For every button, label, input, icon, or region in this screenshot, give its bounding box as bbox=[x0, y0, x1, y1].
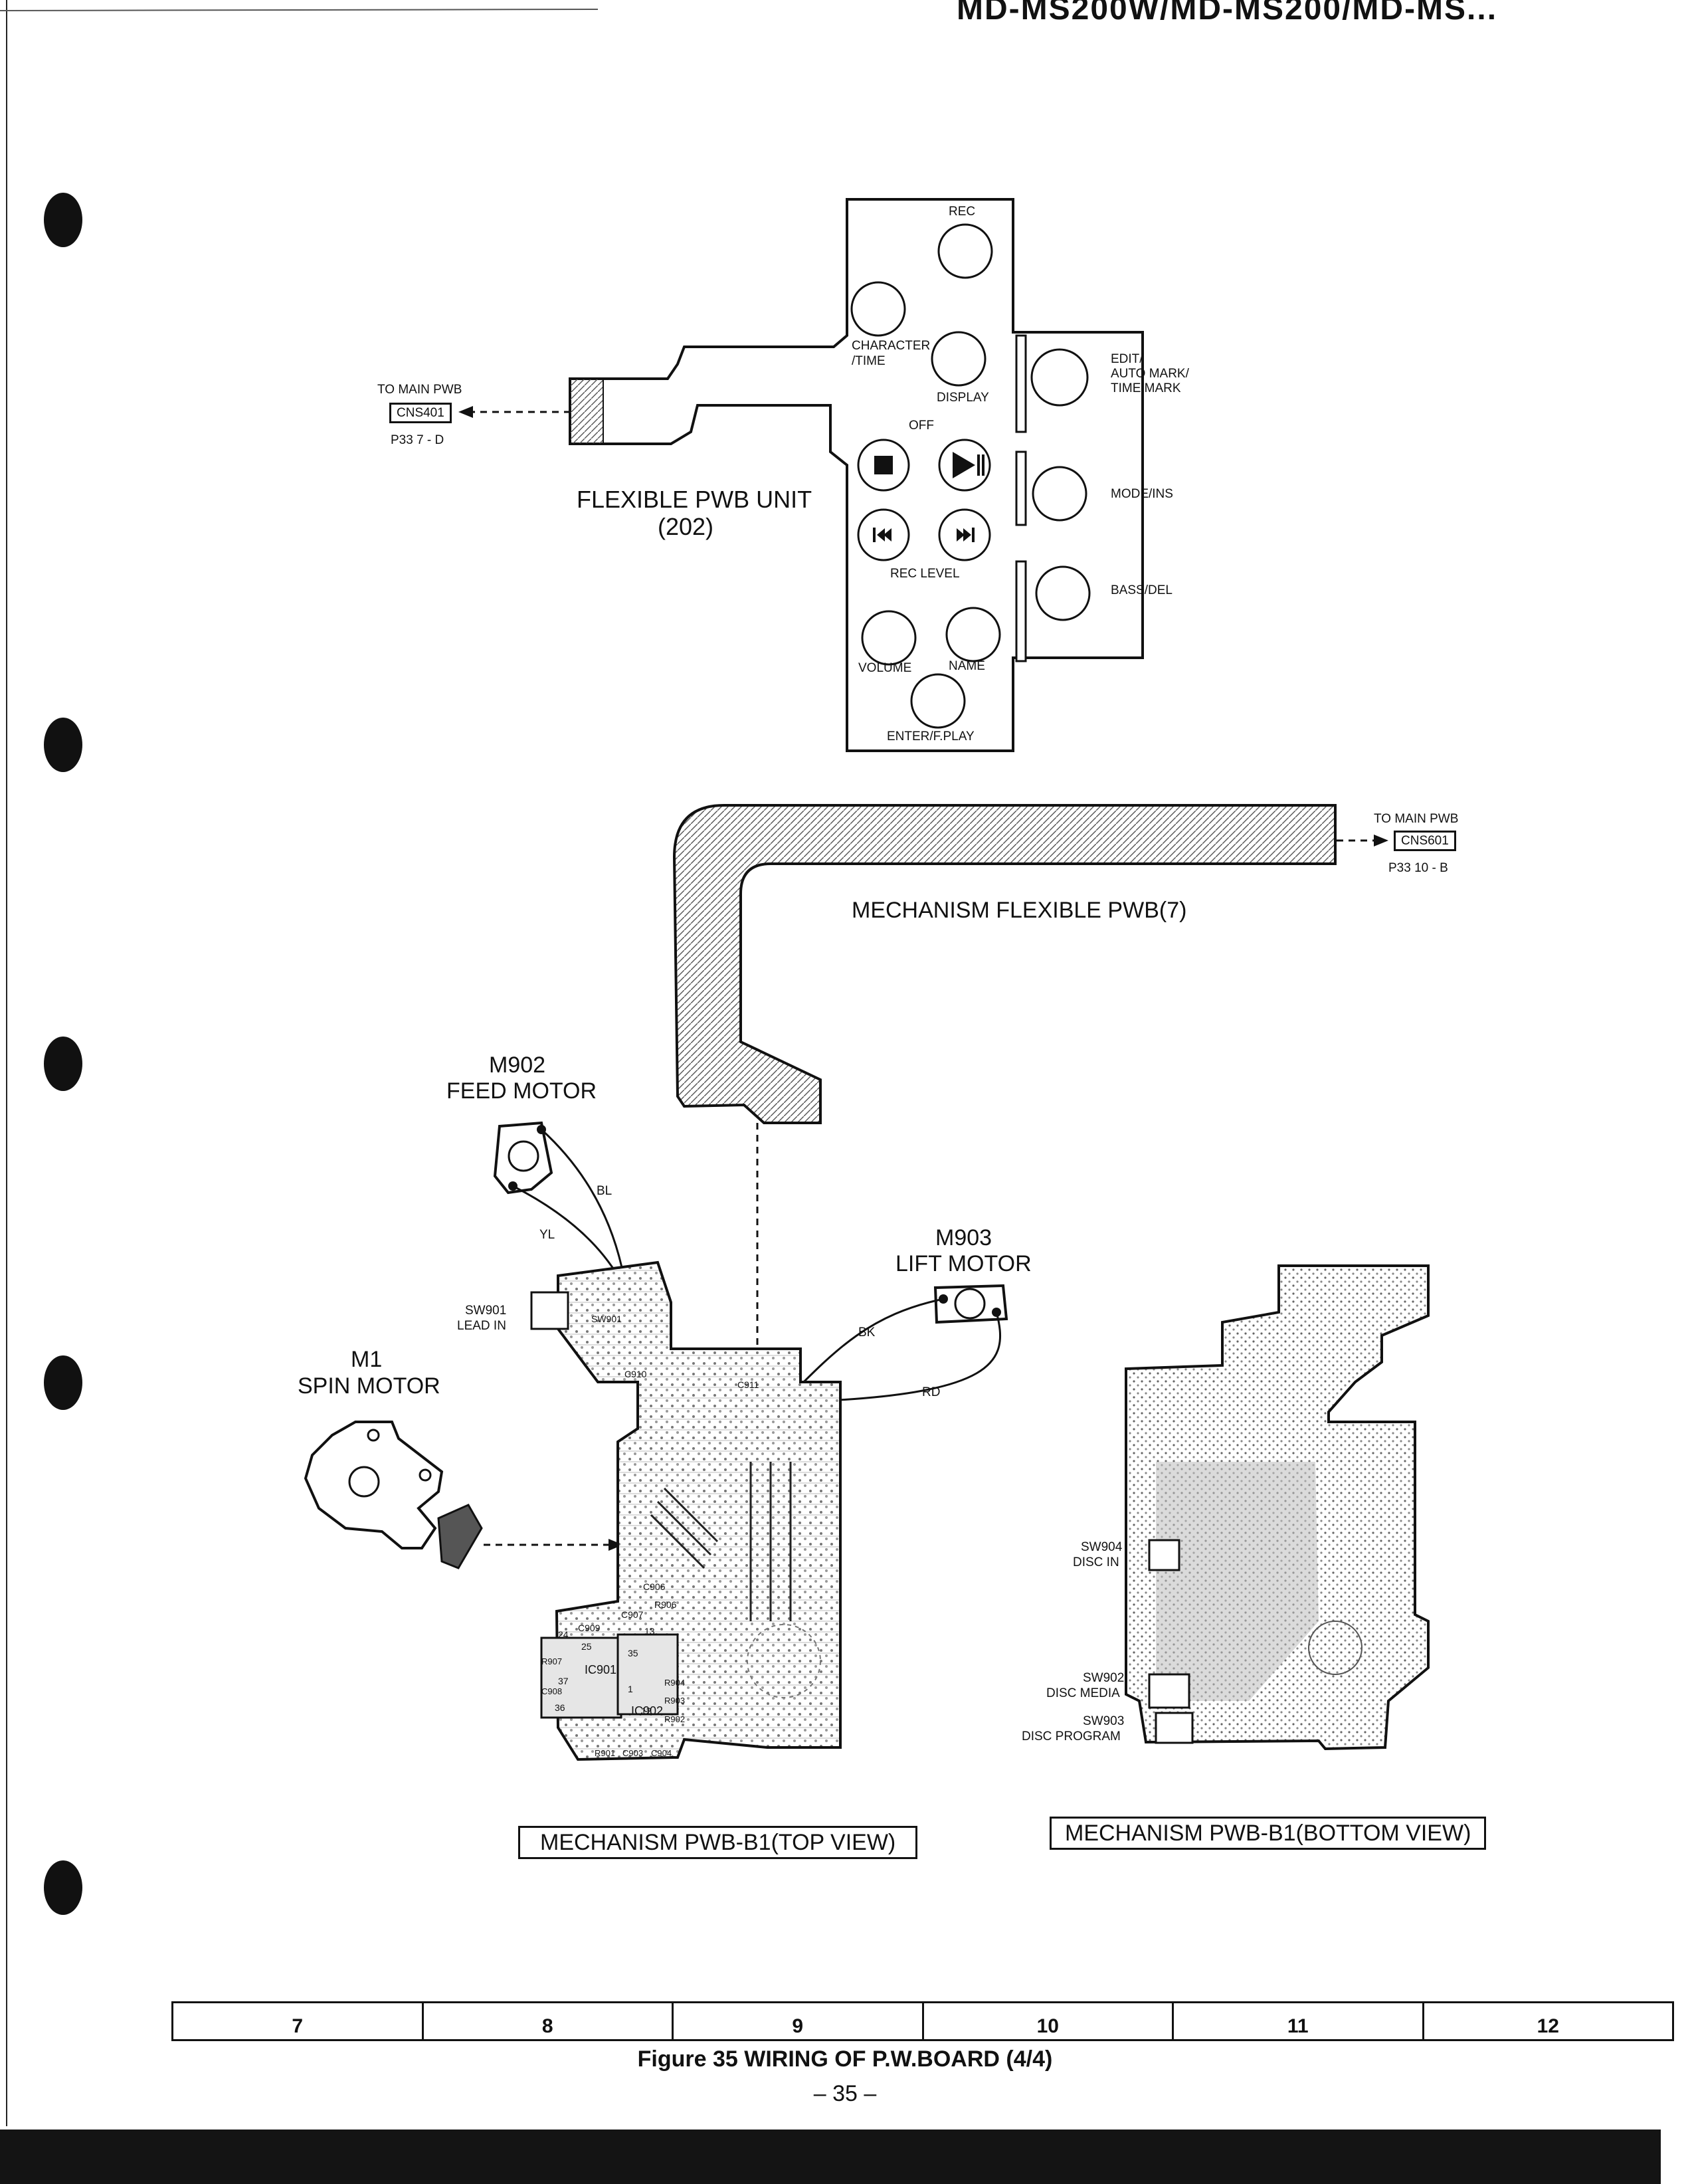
flexible-pwb-unit-ref: (202) bbox=[658, 513, 714, 540]
pin-25: 25 bbox=[581, 1641, 592, 1652]
wire-rd: RD bbox=[922, 1385, 941, 1399]
connector-cns401: CNS401 bbox=[389, 403, 452, 423]
pin-1: 1 bbox=[628, 1684, 633, 1694]
part-c904: C904 bbox=[651, 1748, 672, 1758]
bottom-view-title: MECHANISM PWB-B1(BOTTOM VIEW) bbox=[1050, 1817, 1487, 1850]
part-c911: C911 bbox=[737, 1379, 759, 1390]
part-c903: C903 bbox=[622, 1748, 644, 1758]
lift-motor-id: M903 bbox=[935, 1225, 992, 1250]
part-r906: R906 bbox=[654, 1599, 677, 1610]
button-label-bass-del: BASS/DEL bbox=[1111, 583, 1173, 597]
top-view-title: MECHANISM PWB-B1(TOP VIEW) bbox=[518, 1826, 918, 1859]
grid-column-label: 7 bbox=[292, 2015, 304, 2037]
stop-icon bbox=[874, 456, 893, 474]
sw904-label: SW904 bbox=[1081, 1540, 1123, 1554]
mechanism-flexible-pwb-outline bbox=[672, 804, 1337, 1124]
play-pause-icon bbox=[953, 452, 985, 478]
wire-yl: YL bbox=[539, 1228, 555, 1242]
page-number: – 35 – bbox=[813, 2081, 877, 2106]
grid-column-label: 10 bbox=[921, 2003, 1173, 2039]
binder-hole bbox=[44, 1037, 82, 1091]
grid-column-label: 12 bbox=[1422, 2003, 1673, 2039]
part-ic902: IC902 bbox=[631, 1704, 664, 1718]
pin-36: 36 bbox=[555, 1702, 565, 1713]
pin-12: 12 bbox=[641, 1706, 652, 1716]
pwb-bottom-view-board bbox=[1125, 1264, 1430, 1751]
button-label-time-mark: TIME MARK bbox=[1111, 381, 1181, 395]
sw901-label: SW901 bbox=[465, 1304, 507, 1318]
sw901-lead-in-label: LEAD IN bbox=[457, 1319, 506, 1333]
button-label-display: DISPLAY bbox=[937, 391, 989, 405]
binder-hole bbox=[44, 1860, 82, 1915]
spin-motor-drawing bbox=[304, 1421, 483, 1569]
skip-back-icon bbox=[873, 528, 892, 542]
part-c906: C906 bbox=[643, 1581, 666, 1592]
wire-bl: BL bbox=[597, 1184, 612, 1198]
part-sw901: SW901 bbox=[591, 1314, 622, 1324]
running-header: MD-MS200W/MD-MS200/MD-MS... bbox=[957, 0, 1498, 27]
button-label-off: OFF bbox=[909, 419, 934, 433]
sw903-disc-program-label: DISC PROGRAM bbox=[1022, 1730, 1121, 1743]
button-label-time: /TIME bbox=[852, 354, 886, 368]
pin-24: 24 bbox=[558, 1629, 569, 1640]
button-label-name: NAME bbox=[949, 659, 985, 673]
sw904-disc-in-label: DISC IN bbox=[1073, 1555, 1119, 1569]
skip-forward-icon bbox=[957, 528, 975, 542]
button-label-auto-mark: AUTO MARK/ bbox=[1111, 367, 1189, 381]
sw902-disc-media-label: DISC MEDIA bbox=[1046, 1686, 1120, 1700]
to-main-pwb-label: TO MAIN PWB bbox=[377, 383, 462, 397]
button-label-enter-fplay: ENTER/F.PLAY bbox=[887, 730, 975, 744]
button-label-volume: VOLUME bbox=[858, 661, 912, 675]
page-ref-10b: P33 10 - B bbox=[1388, 861, 1448, 875]
binder-hole bbox=[44, 193, 82, 247]
figure-caption: Figure 35 WIRING OF P.W.BOARD (4/4) bbox=[637, 2046, 1053, 2072]
button-label-edit: EDIT/ bbox=[1111, 352, 1143, 366]
pwb-top-view-board bbox=[530, 1260, 842, 1761]
part-c908: C908 bbox=[541, 1686, 563, 1696]
lift-motor-name: LIFT MOTOR bbox=[895, 1251, 1032, 1276]
part-c907: C907 bbox=[621, 1609, 644, 1620]
page-ref-7d: P33 7 - D bbox=[391, 433, 444, 447]
part-r903: R903 bbox=[664, 1696, 686, 1706]
grid-column-label: 11 bbox=[1172, 2003, 1422, 2039]
mechanism-flexible-title: MECHANISM FLEXIBLE PWB(7) bbox=[852, 898, 1187, 923]
flexible-pwb-unit-outline bbox=[569, 198, 1144, 752]
pin-37: 37 bbox=[558, 1676, 569, 1686]
binder-hole bbox=[44, 718, 82, 772]
part-r907: R907 bbox=[541, 1656, 563, 1666]
pin-13: 13 bbox=[644, 1626, 655, 1637]
scan-edge-bar bbox=[0, 2130, 1661, 2184]
part-r901: R901 bbox=[595, 1748, 616, 1758]
grid-column-label: 8 bbox=[421, 2003, 672, 2039]
wire-bk: BK bbox=[858, 1326, 876, 1340]
spin-motor-name: SPIN MOTOR bbox=[298, 1373, 440, 1399]
button-label-mode-ins: MODE/INS bbox=[1111, 487, 1173, 501]
sw902-label: SW902 bbox=[1083, 1671, 1125, 1685]
pin-35: 35 bbox=[628, 1648, 638, 1658]
grid-column-label: 9 bbox=[672, 2003, 922, 2039]
spin-motor-id: M1 bbox=[351, 1347, 383, 1372]
feed-motor-id: M902 bbox=[489, 1052, 546, 1078]
button-label-rec: REC bbox=[949, 205, 976, 219]
flexible-pwb-unit-title: FLEXIBLE PWB UNIT bbox=[577, 486, 812, 513]
feed-motor-drawing bbox=[493, 1121, 553, 1195]
binder-hole bbox=[44, 1355, 82, 1410]
sw903-label: SW903 bbox=[1083, 1714, 1125, 1728]
part-c910: C910 bbox=[624, 1369, 647, 1379]
button-label-rec-level: REC LEVEL bbox=[890, 567, 960, 581]
part-r902: R902 bbox=[664, 1714, 686, 1724]
part-c909: C909 bbox=[578, 1623, 601, 1633]
lift-motor-drawing bbox=[933, 1284, 1008, 1324]
button-label-character: CHARACTER bbox=[852, 339, 931, 353]
connector-cns601: CNS601 bbox=[1394, 831, 1456, 851]
part-ic901: IC901 bbox=[585, 1663, 617, 1676]
grid-reference-row: 7 8 9 10 11 12 bbox=[171, 2001, 1674, 2041]
part-r904: R904 bbox=[664, 1678, 686, 1688]
to-main-pwb-label-2: TO MAIN PWB bbox=[1374, 812, 1459, 826]
feed-motor-name: FEED MOTOR bbox=[446, 1078, 597, 1104]
